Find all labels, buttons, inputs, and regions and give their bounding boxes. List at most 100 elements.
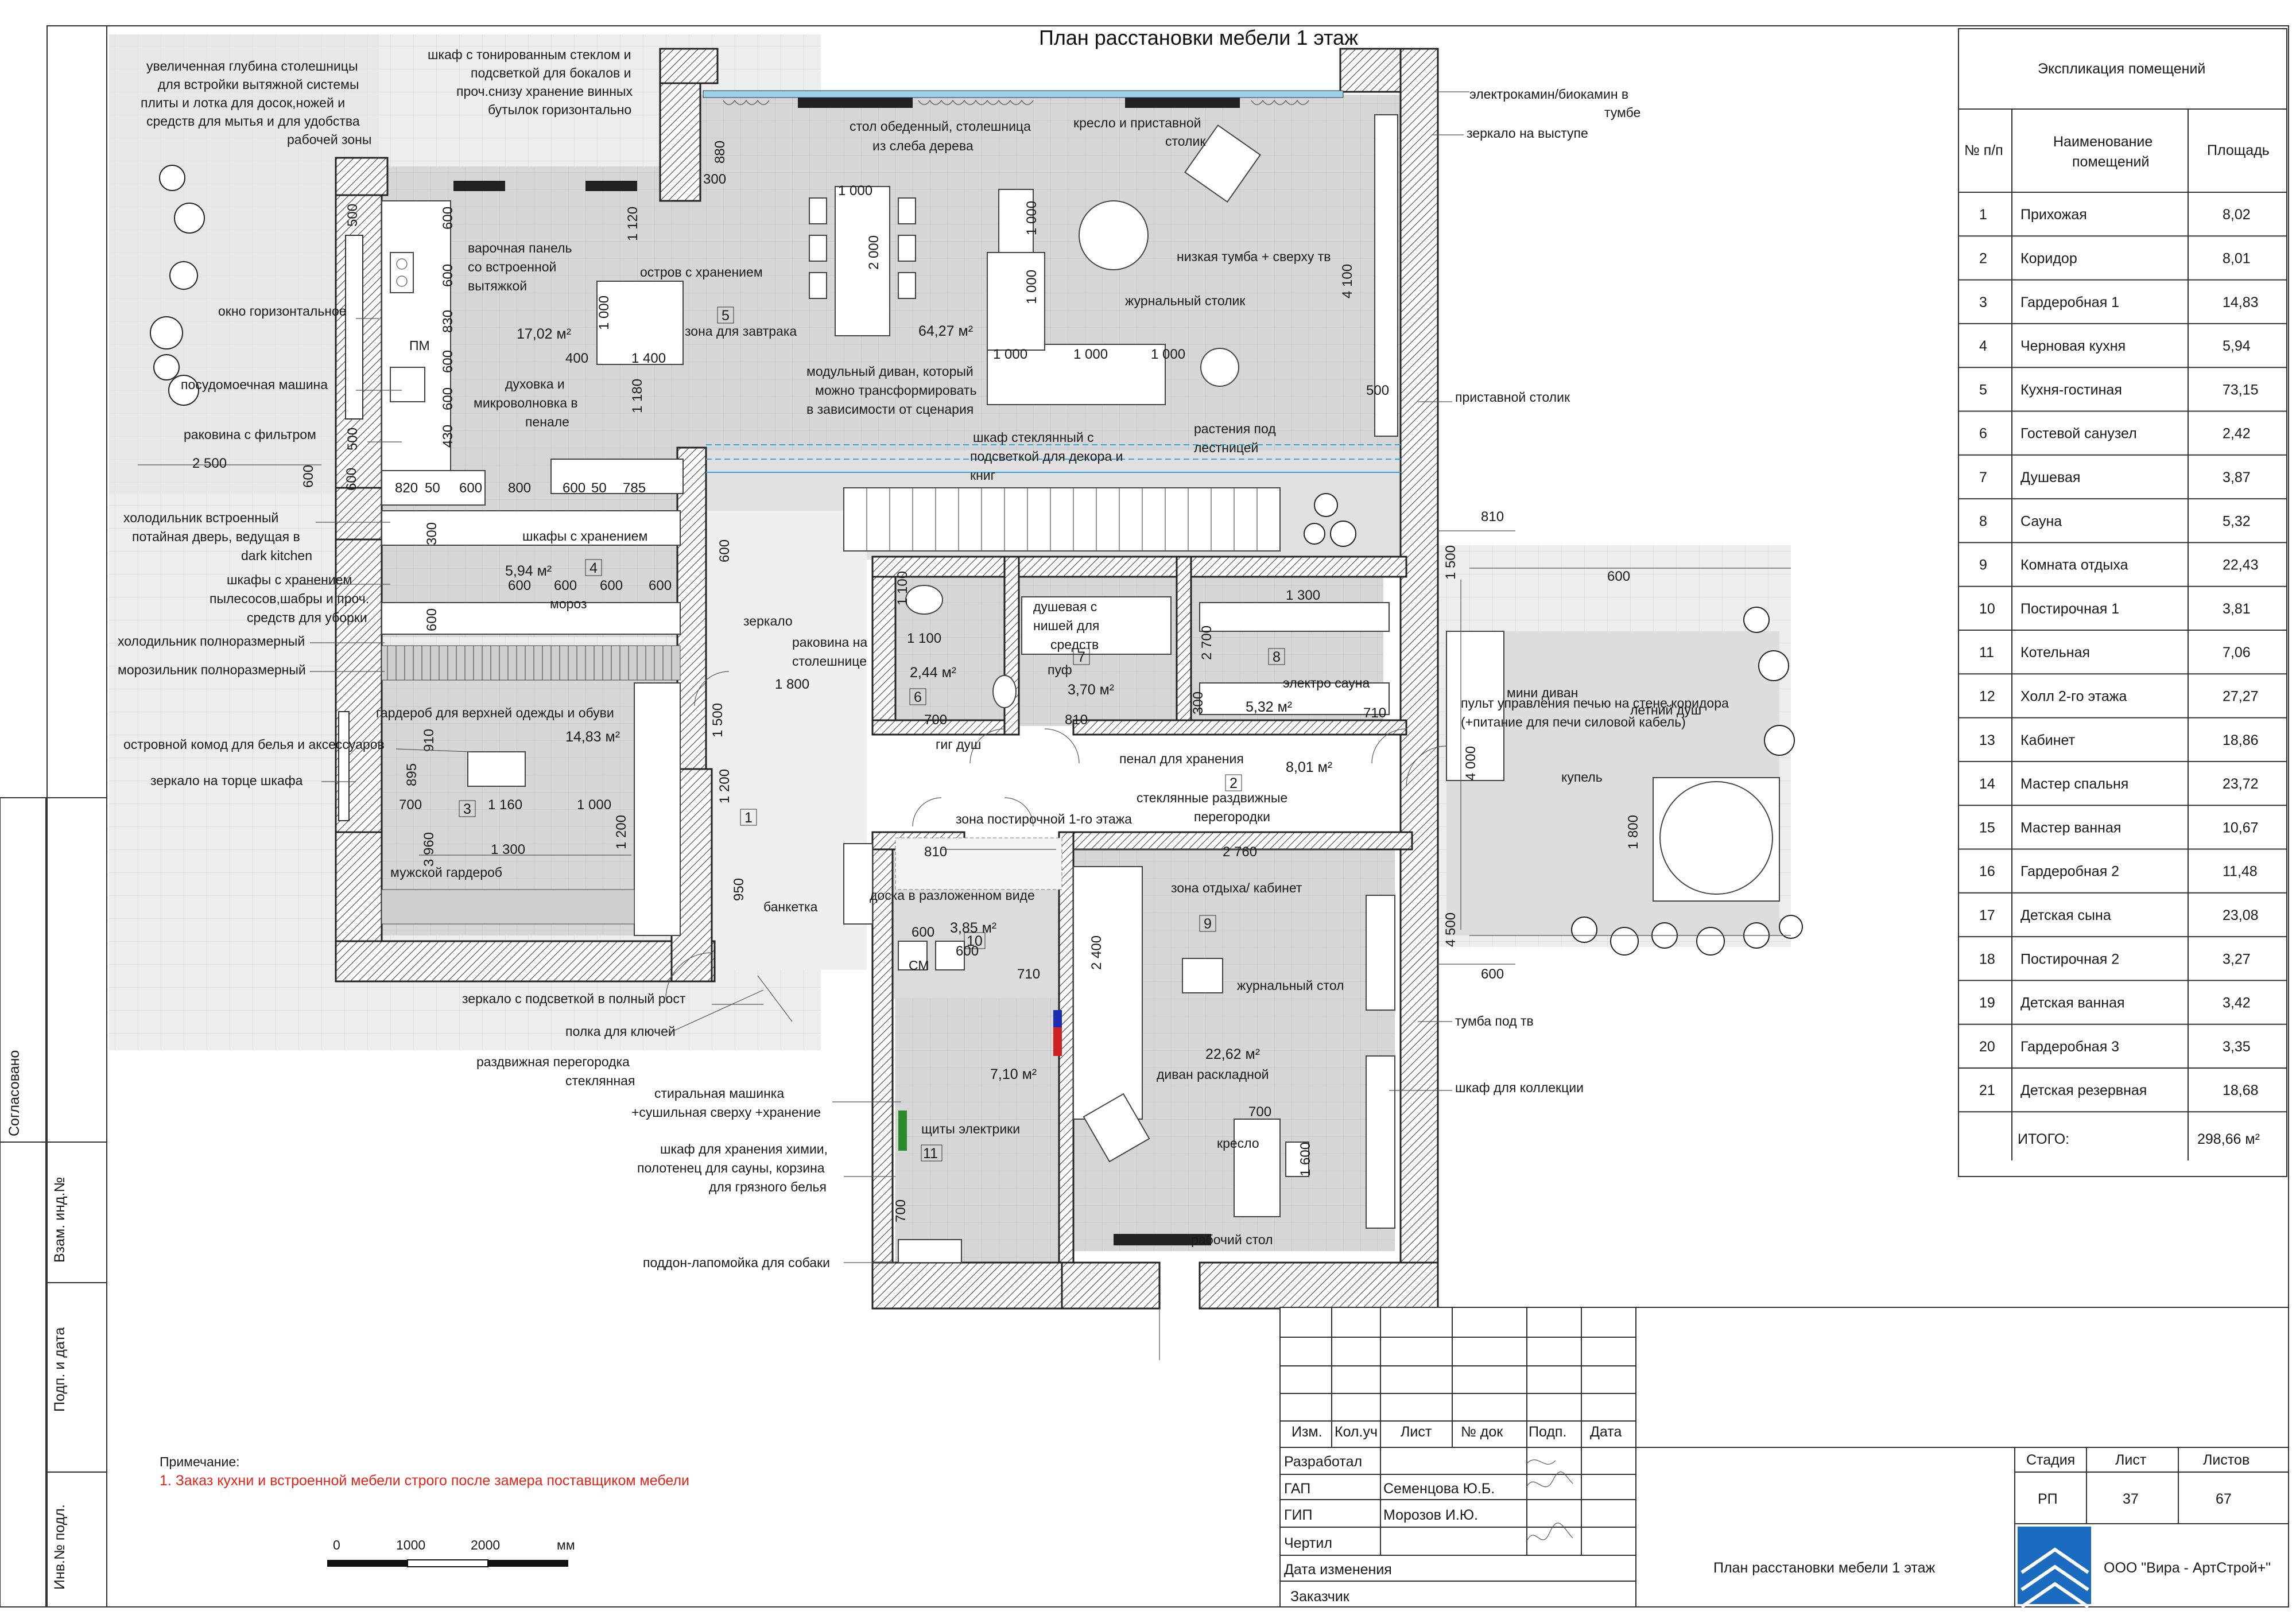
legend-row-name: Детская ванная [2020, 995, 2125, 1011]
svg-text:Подп. и дата: Подп. и дата [52, 1327, 68, 1412]
dining-group [809, 186, 916, 336]
stairs [843, 487, 1281, 552]
svg-text:600: 600 [424, 608, 440, 631]
svg-text:Стадия: Стадия [2026, 1452, 2075, 1468]
svg-text:2000: 2000 [471, 1537, 500, 1552]
svg-text:Кол.уч: Кол.уч [1335, 1424, 1378, 1440]
svg-text:10: 10 [967, 933, 983, 949]
svg-text:1 300: 1 300 [1286, 588, 1320, 603]
note-stove-panel: пульт управления печью на стене коридора… [1461, 696, 1729, 729]
svg-text:№ док: № док [1461, 1424, 1503, 1440]
svg-text:Листов: Листов [2203, 1452, 2250, 1468]
svg-text:11: 11 [923, 1146, 938, 1162]
svg-text:2 760: 2 760 [1223, 844, 1257, 860]
area-corridor: 8,01 м² [1286, 759, 1332, 775]
svg-text:880: 880 [712, 141, 728, 164]
svg-text:1 000: 1 000 [577, 797, 611, 813]
legend-row-name: Коридор [2020, 250, 2077, 266]
note-low-tv: низкая тумба + сверху тв [1177, 249, 1331, 264]
svg-text:2: 2 [1230, 775, 1238, 791]
note-washer: стиральная машинка+сушильная сверху +хра… [631, 1086, 821, 1120]
label-moroz: мороз [550, 596, 587, 611]
company-logo [2018, 1527, 2091, 1609]
legend-row-num: 10 [1979, 601, 1995, 617]
legend-row-area: 23,08 [2223, 907, 2259, 923]
svg-text:810: 810 [1065, 712, 1088, 728]
svg-text:600: 600 [508, 578, 531, 593]
svg-text:500: 500 [345, 428, 360, 451]
svg-text:830: 830 [440, 310, 456, 333]
note-board: доска в разложенном виде [870, 888, 1035, 903]
windows [338, 90, 1401, 821]
svg-text:950: 950 [731, 878, 747, 901]
svg-text:700: 700 [893, 1199, 909, 1222]
legend-row-name: Гостевой санузел [2020, 426, 2137, 442]
legend-row-name: Черновая кухня [2020, 338, 2126, 354]
note-desk: рабочий стол [1191, 1232, 1273, 1247]
note-rest-zone: зона отдыха/ кабинет [1171, 880, 1302, 895]
note-side-table: приставной столик [1455, 390, 1570, 405]
svg-text:1 000: 1 000 [993, 347, 1027, 362]
svg-text:430: 430 [440, 425, 456, 448]
svg-text:Взам. инд.№: Взам. инд.№ [52, 1177, 68, 1263]
svg-text:600: 600 [600, 578, 623, 593]
legend-row-area: 7,06 [2223, 644, 2251, 661]
dimensions: 880 300 1 000 2 000 1 000 1 000 1 000 1 … [192, 141, 1641, 1222]
legend-row-area: 3,35 [2223, 1039, 2251, 1055]
legend-row-name: Сауна [2020, 513, 2062, 529]
svg-text:4: 4 [589, 560, 598, 576]
legend-row-name: Мастер ванная [2020, 820, 2121, 836]
svg-text:1 000: 1 000 [1151, 347, 1185, 362]
svg-text:Наименование: Наименование [2053, 134, 2152, 150]
note-coffee-table: журнальный столик [1125, 293, 1246, 308]
svg-text:Лист: Лист [1401, 1424, 1432, 1440]
legend-col-num: № п/п [1964, 142, 2003, 158]
plants [150, 165, 1803, 956]
note-mirror-ledge: зеркало на выступе [1467, 126, 1588, 141]
svg-text:8: 8 [1273, 649, 1281, 665]
legend-row-num: 7 [1979, 469, 1987, 486]
svg-text:3 960: 3 960 [421, 832, 437, 867]
note-window: окно горизонтальное [218, 304, 347, 319]
note-breakfast: зона для завтрака [685, 324, 797, 339]
note-dresser: островной комод для белья и аксессуаров [123, 737, 385, 752]
note-laundry-zone: зона постирочной 1-го этажа [956, 812, 1132, 826]
hall-floor [695, 511, 867, 970]
legend-row-area: 18,86 [2223, 732, 2259, 748]
lounge-group [987, 114, 1398, 437]
legend-row-area: 3,42 [2223, 995, 2251, 1011]
svg-text:1 000: 1 000 [1073, 347, 1108, 362]
area-shower: 3,70 м² [1068, 682, 1114, 698]
note-mirror-end: зеркало на торце шкафа [150, 773, 303, 788]
legend-total-label: ИТОГО: [2018, 1131, 2069, 1147]
svg-text:1 600: 1 600 [1298, 1142, 1313, 1177]
svg-text:1 100: 1 100 [895, 571, 910, 605]
svg-text:300: 300 [703, 172, 726, 187]
legend-row-area: 8,02 [2223, 207, 2251, 223]
note-hyg-shower: гиг душ [936, 737, 981, 752]
legend-row-name: Постирочная 1 [2020, 601, 2119, 617]
note-coffee-table2: журнальный стол [1237, 978, 1344, 993]
note-sink-filter: раковина с фильтром [184, 427, 316, 442]
svg-text:1 200: 1 200 [614, 815, 629, 849]
legend-row-name: Котельная [2020, 644, 2090, 661]
legend-row-num: 5 [1979, 382, 1987, 398]
svg-text:5: 5 [722, 308, 730, 324]
legend-row-num: 8 [1979, 513, 1987, 529]
legend-row-name: Постирочная 2 [2020, 951, 2119, 967]
svg-text:4 100: 4 100 [1340, 264, 1355, 298]
note-chair: кресло [1217, 1136, 1259, 1151]
sheet-frame [46, 25, 2289, 1608]
svg-text:600: 600 [717, 539, 732, 562]
legend-row-num: 19 [1979, 995, 1995, 1011]
svg-text:1 500: 1 500 [710, 703, 726, 737]
legend-row-num: 6 [1979, 426, 1987, 442]
